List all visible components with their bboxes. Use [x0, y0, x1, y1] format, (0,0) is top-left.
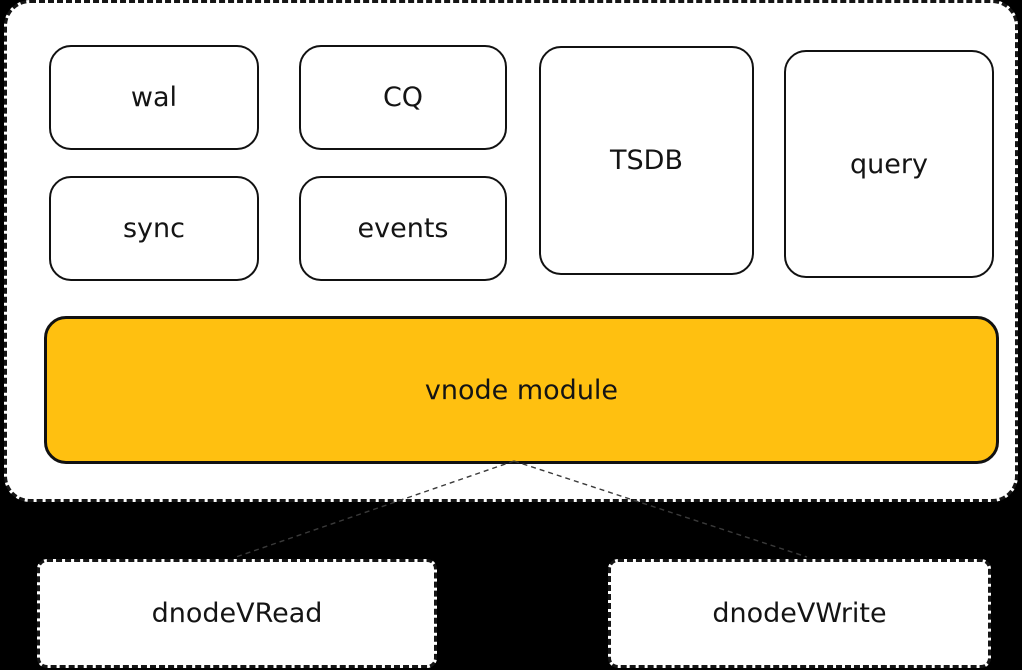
module-label-query: query	[850, 148, 928, 180]
module-label-cq: CQ	[382, 82, 424, 113]
vnode-module-label: vnode module	[424, 374, 619, 406]
module-box-wal: wal	[49, 45, 259, 150]
module-box-query: query	[784, 50, 994, 278]
module-box-events: events	[299, 176, 507, 281]
module-box-tsdb: TSDB	[539, 46, 754, 275]
module-label-sync: sync	[122, 213, 185, 244]
module-box-cq: CQ	[299, 45, 507, 150]
dnode-vread-box: dnodeVRead	[37, 559, 437, 668]
dnode-vwrite-box: dnodeVWrite	[608, 559, 991, 668]
module-box-sync: sync	[49, 176, 259, 281]
vnode-container-box: wal CQ sync events TSDB query vnode modu…	[4, 0, 1018, 502]
dnode-vread-label: dnodeVRead	[151, 598, 323, 629]
module-label-wal: wal	[130, 82, 178, 113]
dnode-vwrite-label: dnodeVWrite	[712, 598, 887, 629]
module-label-events: events	[357, 213, 449, 244]
vnode-module-bar: vnode module	[44, 316, 999, 464]
module-label-tsdb: TSDB	[610, 145, 683, 176]
